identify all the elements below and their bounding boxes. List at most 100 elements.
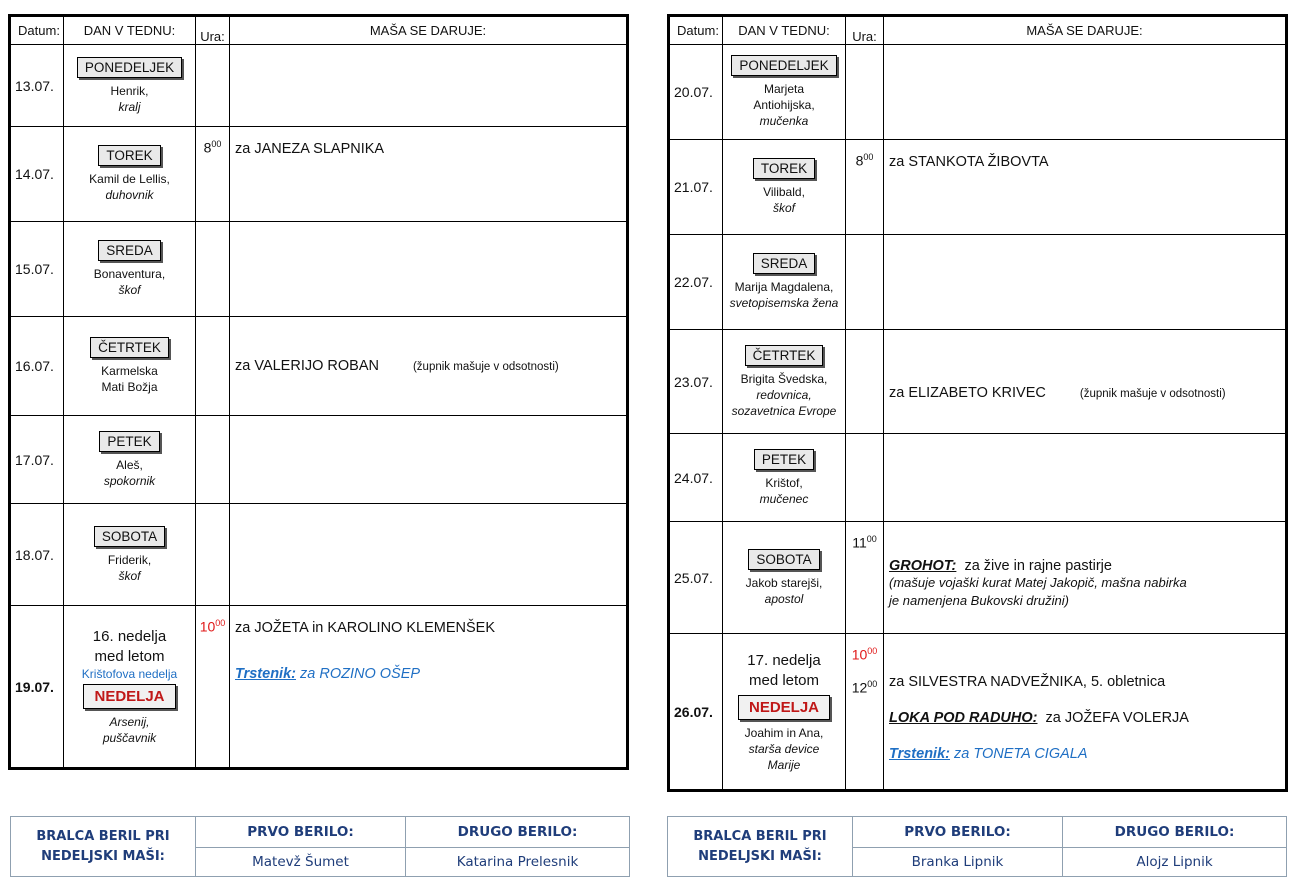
mass-intention: za VALERIJO ROBAN — [235, 358, 379, 374]
row-date: 26.07. — [668, 633, 723, 791]
day-name-box: TOREK — [752, 158, 816, 179]
row-date: 21.07. — [668, 139, 723, 235]
header-row: Datum: DAN V TEDNU: Ura: MAŠA SE DARUJE: — [9, 15, 628, 45]
day-row: 22.07. SREDA Marija Magdalena,svetopisem… — [668, 234, 1287, 330]
saint-title-cont: sozavetnica Evrope — [731, 403, 837, 418]
mass-place: GROHOT: — [889, 558, 957, 574]
schedule-table-right: Datum: DAN V TEDNU: Ura: MAŠA SE DARUJE:… — [667, 14, 1288, 792]
saint-title: škof — [118, 283, 141, 297]
day-name-box: PETEK — [753, 448, 815, 470]
row-day-cell: SOBOTA Friderik,škof — [63, 503, 196, 606]
saint-title: redovnica, — [756, 387, 812, 402]
day-name-box: SOBOTA — [748, 548, 820, 570]
row-mass — [883, 433, 1287, 522]
saint-name: Vilibald, — [763, 185, 805, 199]
saint-title: spokornik — [103, 473, 156, 488]
row-day-cell: PETEK Krištof,mučenec — [722, 433, 846, 522]
saint-title-cont: Marije — [767, 757, 801, 772]
day-name-box: PETEK — [99, 430, 160, 452]
saint-title: puščavnik — [102, 731, 157, 745]
saint-name: Aleš, — [116, 457, 143, 472]
saint-name: Jakob starejši, — [745, 575, 823, 590]
row-mass — [883, 44, 1287, 140]
row-mass — [229, 415, 628, 504]
saint-name: Friderik, — [107, 552, 152, 567]
time-minutes: 00 — [215, 618, 226, 628]
row-time — [845, 44, 884, 140]
saint-name-cont: Antiohijska, — [753, 98, 815, 112]
row-date: 18.07. — [9, 503, 64, 606]
mass-note: (mašuje vojaški kurat Matej Jakopič, maš… — [889, 575, 1187, 590]
saint-title: škof — [772, 201, 795, 215]
row-time — [195, 221, 230, 317]
row-date: 25.07. — [668, 521, 723, 634]
row-time: 800 — [195, 126, 230, 222]
saint-title: svetopisemska žena — [729, 296, 839, 310]
row-day-cell: SOBOTA Jakob starejši,apostol — [722, 521, 846, 634]
second-reader-name: Katarina Prelesnik — [405, 847, 630, 877]
saint-name: Marija Magdalena, — [734, 280, 834, 294]
row-date: 19.07. — [9, 605, 64, 769]
saint-name: Henrik, — [110, 83, 149, 98]
mass-trstenik: Trstenik: za ROZINO OŠEP — [235, 666, 421, 682]
day-name-box: ČETRTEK — [90, 337, 169, 358]
header-mass: MAŠA SE DARUJE: — [229, 15, 628, 45]
row-date: 14.07. — [9, 126, 64, 222]
time-minutes: 00 — [863, 152, 874, 162]
time-hour: 11 — [852, 534, 867, 551]
row-time: 1000 — [195, 605, 230, 769]
saint-name: Brigita Švedska, — [740, 371, 828, 386]
row-day-cell: SREDA Marija Magdalena,svetopisemska žen… — [722, 234, 846, 330]
row-mass: za VALERIJO ROBAN (župnik mašuje v odsotn… — [229, 316, 628, 416]
header-date: Datum: — [668, 15, 723, 45]
saint-title: škof — [118, 568, 141, 583]
row-time — [845, 234, 884, 330]
row-mass — [229, 221, 628, 317]
time-minutes: 00 — [211, 139, 222, 149]
row-day-cell: SREDA Bonaventura,škof — [63, 221, 196, 317]
day-name-box: NEDELJA — [83, 684, 176, 709]
row-date: 23.07. — [668, 329, 723, 434]
row-date: 20.07. — [668, 44, 723, 140]
row-mass — [229, 44, 628, 127]
mass-note: (župnik mašuje v odsotnosti) — [412, 361, 559, 373]
saint-name: Joahim in Ana, — [744, 725, 824, 740]
time-hour-2: 12 — [851, 679, 868, 696]
second-reading-header: DRUGO BERILO: — [405, 816, 630, 848]
row-mass: za JOŽETA in KAROLINO KLEMENŠEK Trstenik… — [229, 605, 628, 769]
saint-title: Mati Božja — [101, 380, 158, 394]
week-left: Datum: DAN V TEDNU: Ura: MAŠA SE DARUJE:… — [8, 14, 629, 770]
time-hour: 8 — [203, 139, 212, 156]
row-date: 16.07. — [9, 316, 64, 416]
row-time: 800 — [845, 139, 884, 235]
row-date: 13.07. — [9, 44, 64, 127]
row-day-cell: ČETRTEK Brigita Švedska,redovnica,sozave… — [722, 329, 846, 434]
day-name-box: PONEDELJEK — [76, 56, 183, 78]
first-reading-header: PRVO BERILO: — [195, 816, 406, 848]
row-mass: za SILVESTRA NADVEŽNIKA, 5. obletnica LO… — [883, 633, 1287, 791]
row-mass: za ELIZABETO KRIVEC(župnik mašuje v odso… — [883, 329, 1287, 434]
row-time: 1000 1200 — [845, 633, 884, 791]
mass-note-cont: je namenjena Bukovski družini) — [889, 593, 1069, 608]
mass-intention-2: za JOŽEFA VOLERJA — [1045, 710, 1189, 726]
row-date: 15.07. — [9, 221, 64, 317]
time-hour: 10 — [851, 646, 868, 663]
saint-title: mučenec — [759, 491, 809, 506]
header-day: DAN V TEDNU: — [722, 15, 846, 45]
mass-note: (župnik mašuje v odsotnosti) — [1079, 387, 1226, 400]
day-row: 14.07. TOREK Kamil de Lellis,duhovnik 80… — [9, 126, 628, 222]
row-time — [195, 503, 230, 606]
saint-title: starša device — [748, 741, 820, 756]
row-time — [195, 44, 230, 127]
header-time: Ura: — [845, 15, 884, 45]
row-mass: za JANEZA SLAPNIKA — [229, 126, 628, 222]
week-right: Datum: DAN V TEDNU: Ura: MAŠA SE DARUJE:… — [667, 14, 1288, 792]
